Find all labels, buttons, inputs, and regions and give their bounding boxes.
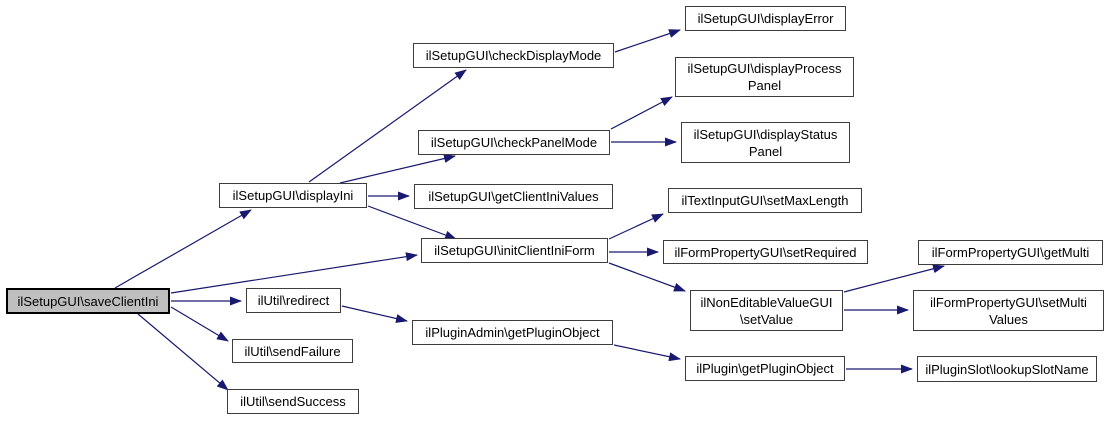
node-label: ilFormPropertyGUI\getMulti [931,245,1090,260]
node-label: ilFormPropertyGUI\setMulti [930,294,1087,310]
node-ilnoneditablevaluegui-setvalue[interactable]: ilNonEditableValueGUI \setValue [690,290,843,331]
node-ilsetupgui-displayerror[interactable]: ilSetupGUI\displayError [685,6,846,31]
node-label: ilSetupGUI\displayIni [232,188,354,203]
node-ilformpropertygui-getmulti[interactable]: ilFormPropertyGUI\getMulti [918,240,1103,265]
edge-setvalue-getmulti [843,264,945,293]
node-label: Panel [747,78,782,93]
node-label: ilUtil\sendFailure [244,343,341,359]
node-label: ilSetupGUI\getClientIniValues [428,189,599,204]
node-ilsetupgui-displayini[interactable]: ilSetupGUI\displayIni [219,183,367,208]
edge-displayini-checkpanelmode [339,154,456,184]
node-ilutil-redirect[interactable]: ilUtil\redirect [246,288,341,313]
node-ilformpropertygui-setrequired[interactable]: ilFormPropertyGUI\setRequired [663,240,868,264]
edge-checkdisplaymode-displayerror [614,29,681,53]
node-ilformpropertygui-setmultivalues[interactable]: ilFormPropertyGUI\setMulti Values [913,290,1104,331]
node-ilsetupgui-displaystatuspanel[interactable]: ilSetupGUI\displayStatus Panel [681,122,850,163]
edge-saveclientini-displayini [114,209,252,289]
node-label: ilFormPropertyGUI\setRequired [674,244,857,260]
node-label: ilSetupGUI\checkDisplayMode [425,48,602,63]
node-label: ilPlugin\getPluginObject [696,361,834,376]
node-ilpluginslot-lookupslotname[interactable]: ilPluginSlot\lookupSlotName [917,356,1097,382]
node-label: ilUtil\redirect [257,293,330,308]
node-label: Values [989,311,1028,327]
node-iltextinputgui-setmaxlength[interactable]: ilTextInputGUI\setMaxLength [668,188,862,213]
edge-saveclientini-sendsuccess [137,313,229,391]
node-label: ilSetupGUI\saveClientIni [17,293,159,309]
edge-initclientiniform-seteditablevalue [608,262,686,292]
node-ilplugin-getpluginobject[interactable]: ilPlugin\getPluginObject [685,356,845,381]
node-label: \setValue [739,311,794,327]
node-label: ilSetupGUI\displayProcess [687,61,842,76]
edge-checkpanelmode-displayprocesspanel [610,96,673,130]
node-label: Panel [748,143,783,159]
node-ilsetupgui-displayprocesspanel[interactable]: ilSetupGUI\displayProcess Panel [675,57,854,97]
node-label: ilSetupGUI\checkPanelMode [430,135,598,150]
edge-displayini-initclientiniform [367,205,457,240]
node-label: ilPluginAdmin\getPluginObject [425,325,600,340]
node-ilsetupgui-initclientiniform[interactable]: ilSetupGUI\initClientIniForm [421,238,608,263]
node-ilutil-sendfailure[interactable]: ilUtil\sendFailure [232,339,353,363]
node-ilutil-sendsuccess[interactable]: ilUtil\sendSuccess [227,389,359,414]
node-label: ilPluginSlot\lookupSlotName [925,361,1089,377]
node-ilsetupgui-checkpanelmode[interactable]: ilSetupGUI\checkPanelMode [418,130,610,155]
edge-displayini-checkdisplaymode [308,69,467,183]
node-label: ilUtil\sendSuccess [240,394,346,409]
node-label: ilSetupGUI\displayStatus [693,126,838,142]
node-ilsetupgui-getclientinivalues[interactable]: ilSetupGUI\getClientIniValues [414,184,613,209]
edge-redirect-pluginadmingetpluginobject [341,305,408,323]
node-label: ilSetupGUI\displayError [697,11,834,26]
edge-saveclientini-initclientiniform [170,252,418,294]
node-label: ilNonEditableValueGUI [700,294,833,310]
node-ilsetupgui-saveclientini: ilSetupGUI\saveClientIni [6,288,170,314]
node-ilsetupgui-checkdisplaymode[interactable]: ilSetupGUI\checkDisplayMode [413,43,614,68]
edge-initclientiniform-setmaxlength [608,213,664,240]
edge-saveclientini-sendfailure [170,306,229,342]
node-label: ilTextInputGUI\setMaxLength [681,193,849,208]
edge-pluginadmin-plugingetpluginobject [613,344,681,362]
node-label: ilSetupGUI\initClientIniForm [434,243,595,258]
node-ilpluginadmin-getpluginobject[interactable]: ilPluginAdmin\getPluginObject [412,320,613,345]
